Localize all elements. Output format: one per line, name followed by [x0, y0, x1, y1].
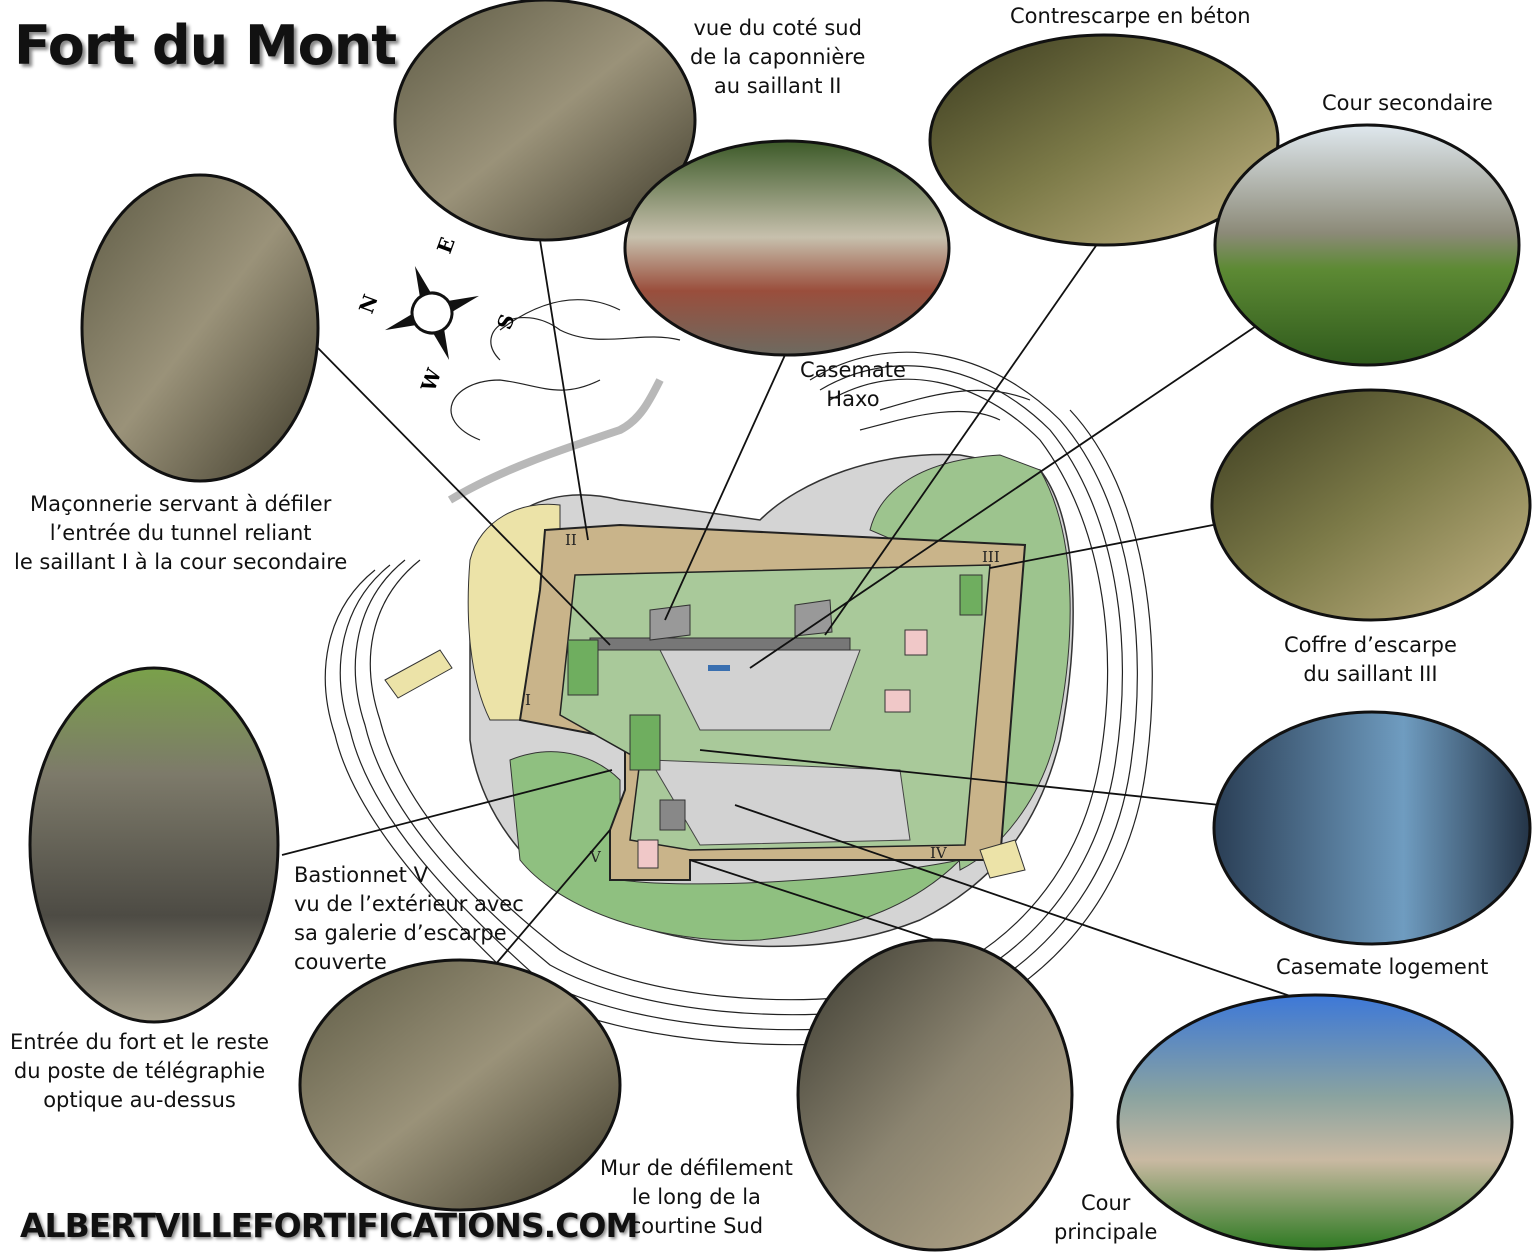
- label-line: le saillant I à la cour secondaire: [14, 550, 348, 574]
- label-line: courtine Sud: [629, 1214, 764, 1238]
- bastion-label-v: V: [589, 848, 602, 866]
- label-line: optique au-dessus: [43, 1088, 236, 1112]
- label-line: vu de l’extérieur avec: [294, 892, 524, 916]
- photo-coffre: [1210, 388, 1532, 622]
- label-maconnerie: Maçonnerie servant à défiler l’entrée du…: [14, 490, 347, 577]
- label-caponniere: vue du coté sud de la caponnière au sail…: [690, 14, 865, 101]
- label-line: de la caponnière: [690, 45, 866, 69]
- label-line: vue du coté sud: [693, 16, 862, 40]
- label-line: principale: [1054, 1220, 1158, 1244]
- photo-cour-secondaire: [1213, 123, 1521, 367]
- bastion-label-iv: IV: [930, 844, 948, 862]
- compass-rose-icon: [385, 266, 479, 360]
- bastion-label-ii: II: [565, 531, 577, 549]
- label-casemate-haxo: Casemate Haxo: [800, 356, 906, 414]
- label-line: Entrée du fort et le reste: [10, 1030, 270, 1054]
- label-cour-principale: Cour principale: [1054, 1189, 1157, 1247]
- page-title: Fort du Mont: [14, 14, 397, 77]
- photo-casemate-logement: [1212, 710, 1532, 946]
- label-line: Bastionnet V: [294, 863, 428, 887]
- photo-casemate-haxo: [623, 139, 951, 357]
- label-line: Coffre d’escarpe: [1284, 633, 1457, 657]
- label-line: sa galerie d’escarpe: [294, 921, 507, 945]
- label-line: Maçonnerie servant à défiler: [29, 492, 332, 516]
- label-entree: Entrée du fort et le reste du poste de t…: [10, 1028, 269, 1115]
- label-line: l’entrée du tunnel reliant: [49, 521, 312, 545]
- bastion-label-i: I: [525, 691, 531, 709]
- fort-plan: II I III IV V: [384, 378, 1074, 948]
- leader-lines: [281, 239, 1291, 997]
- label-line: Mur de défilement: [600, 1156, 793, 1180]
- label-mur-defilement: Mur de défilement le long de la courtine…: [600, 1154, 793, 1241]
- label-line: du saillant III: [1303, 662, 1438, 686]
- compass-w: W: [416, 365, 447, 396]
- compass-s: S: [492, 311, 519, 333]
- label-bastionnet: Bastionnet V vu de l’extérieur avec sa g…: [294, 861, 524, 977]
- photo-cour-principale: [1116, 993, 1514, 1251]
- label-coffre: Coffre d’escarpe du saillant III: [1284, 631, 1457, 689]
- photo-bastionnet: [298, 958, 622, 1212]
- photos: [28, 0, 1532, 1252]
- compass-e: E: [432, 234, 460, 257]
- website-watermark: ALBERTVILLEFORTIFICATIONS.COM: [20, 1206, 638, 1245]
- label-line: Haxo: [826, 387, 880, 411]
- photo-entree: [28, 666, 280, 1024]
- compass-n: N: [354, 291, 383, 316]
- photo-mur-defilement: [796, 938, 1074, 1252]
- photo-contrescarpe: [928, 33, 1280, 247]
- label-line: du poste de télégraphie: [13, 1059, 266, 1083]
- bastion-label-iii: III: [982, 548, 1000, 566]
- label-line: Casemate: [800, 358, 906, 382]
- photo-caponniere: [393, 0, 697, 242]
- label-line: au saillant II: [713, 74, 842, 98]
- label-line: le long de la: [631, 1185, 761, 1209]
- label-contrescarpe: Contrescarpe en béton: [1010, 4, 1251, 28]
- photo-maconnerie: [80, 173, 320, 483]
- label-line: Cour: [1080, 1191, 1131, 1215]
- label-line: couverte: [294, 950, 387, 974]
- label-cour-secondaire: Cour secondaire: [1322, 91, 1493, 115]
- label-casemate-logement: Casemate logement: [1276, 955, 1489, 979]
